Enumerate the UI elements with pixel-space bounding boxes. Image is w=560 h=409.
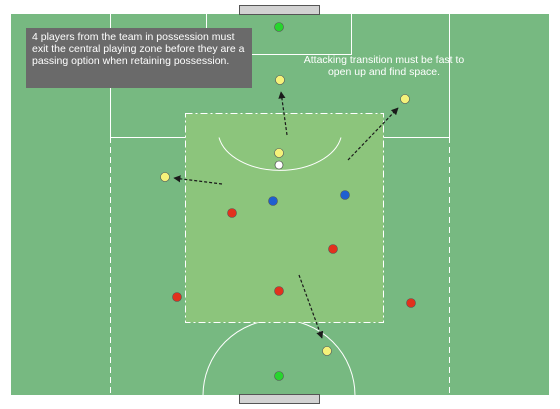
keeper-top [274,22,284,32]
arrow-to-top-player [278,91,288,136]
movement-arrows [173,91,399,339]
red-player [172,292,182,302]
yellow-player [275,75,285,85]
annotation-left-text: 4 players from the team in possession mu… [32,31,245,67]
yellow-player [322,346,332,356]
central-zone [185,113,384,323]
annotation-box-left: 4 players from the team in possession mu… [26,28,252,88]
blue-player [340,190,350,200]
red-player [227,208,237,218]
bottom-goal [239,394,320,404]
ball [274,160,284,170]
top-goal [239,5,320,15]
keeper-bottom [274,371,284,381]
red-player [328,244,338,254]
arrow-to-bottom-player [298,274,324,339]
yellow-player [400,94,410,104]
annotation-text-right: Attacking transition must be fast to ope… [303,54,465,78]
arrow-to-left-player [173,175,223,185]
yellow-player [274,148,284,158]
zone-arc [218,137,342,171]
blue-player [268,196,278,206]
yellow-player [160,172,170,182]
players [160,22,416,381]
red-player [406,298,416,308]
arrow-to-right-player [347,107,399,161]
red-player [274,286,284,296]
